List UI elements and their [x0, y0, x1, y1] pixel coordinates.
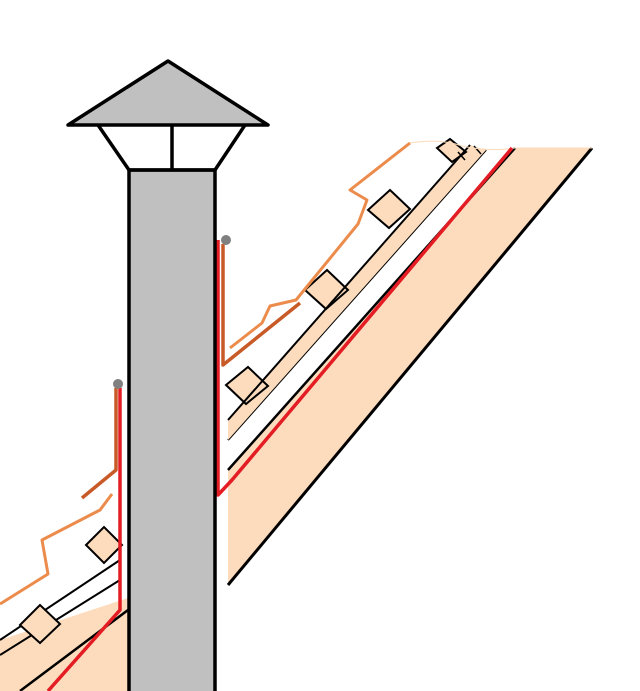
counter-batten-left: [0, 559, 121, 641]
chimney-cap-supports: [96, 124, 247, 172]
section-cut-right: [409, 140, 592, 151]
fasteners: [113, 235, 231, 389]
chimney-stack: [127, 168, 217, 691]
flashing: [80, 244, 302, 500]
roof-deck-left: [0, 598, 128, 691]
roof-deck-underside-right: [226, 147, 594, 586]
tile-profile-left: [0, 493, 114, 606]
apron-flashing-left: [80, 388, 118, 500]
apron-flashing-right: [221, 244, 302, 367]
roof-deck-top-left: [0, 579, 121, 656]
tile-ticks-right: [457, 145, 482, 161]
membrane-left: [46, 388, 122, 691]
membrane-right: [216, 146, 514, 497]
batten-left-2: [84, 525, 124, 565]
tile-profile-right: [229, 141, 411, 350]
right-roof-section: [224, 137, 594, 586]
tile-band-right: [228, 145, 486, 440]
fastener-icon: [221, 235, 231, 245]
fastener-icon: [113, 379, 123, 389]
left-roof-section: [0, 493, 129, 691]
counter-batten-right: [227, 144, 471, 421]
batten-right-3: [366, 188, 412, 230]
batten-right-2: [303, 268, 350, 311]
waterproof-membrane: [46, 146, 514, 691]
batten-right-1: [224, 365, 270, 406]
cap-icon: [66, 59, 270, 127]
chimney: [66, 59, 270, 691]
batten-left-1: [18, 603, 62, 645]
